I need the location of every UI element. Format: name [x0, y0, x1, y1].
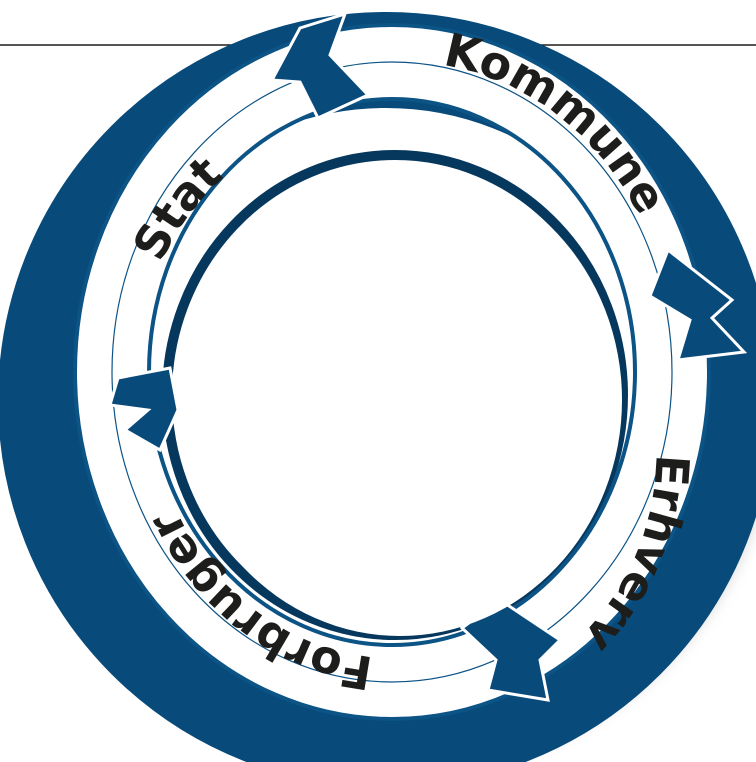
- arrow-head-right: [648, 247, 748, 362]
- arrow-head-left: [108, 366, 180, 453]
- ring-hole: [178, 164, 622, 636]
- arrow-head-top: [269, 11, 371, 120]
- arrow-band: [73, 23, 711, 721]
- arrow-head-bottom: [459, 598, 563, 702]
- arrow-notches: [108, 11, 748, 702]
